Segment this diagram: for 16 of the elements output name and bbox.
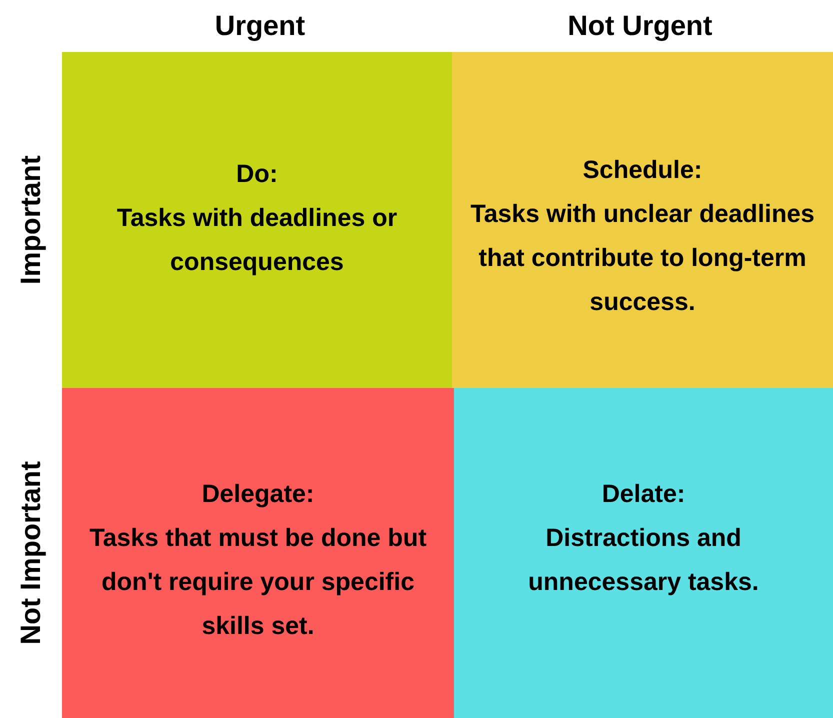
quadrant-description: Tasks with unclear deadlines that contribute to long-term success. [469,199,816,318]
axis-label: Important [14,155,47,285]
quadrant-heading: Delegate: [202,479,314,510]
quadrant-heading: Do: [236,159,278,190]
quadrant-box [452,52,833,388]
quadrant-heading: Delate: [602,479,686,510]
quadrant-box [454,388,833,718]
quadrant-box [62,388,454,718]
quadrant-box [62,52,452,388]
quadrant-description: Distractions and unnecessary tasks. [527,523,760,598]
quadrant-heading: Schedule: [582,155,702,186]
quadrant-description: Tasks that must be done but don't require your specific skills set. [88,523,428,642]
axis-label: Not Important [16,461,46,645]
axis-label: Not Urgent [568,9,712,43]
quadrant-description: Tasks with deadlines or consequences [116,203,398,278]
axis-label: Urgent [214,9,306,43]
